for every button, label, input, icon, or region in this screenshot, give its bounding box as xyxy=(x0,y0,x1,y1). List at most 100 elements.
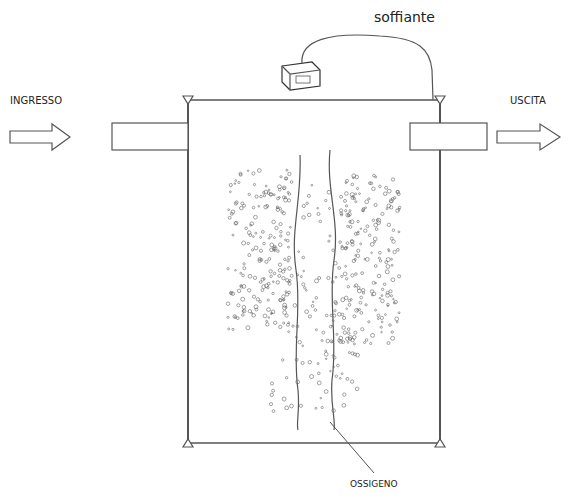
bubble xyxy=(391,264,393,266)
bubble xyxy=(397,248,400,251)
bubble xyxy=(288,331,290,333)
air-hose xyxy=(302,35,433,100)
bubble xyxy=(299,404,302,407)
bubble xyxy=(279,223,282,226)
bubble xyxy=(295,358,298,361)
bubble xyxy=(396,190,400,194)
bubble xyxy=(318,372,321,375)
bubble xyxy=(286,169,288,171)
bubble xyxy=(329,235,331,237)
bubble xyxy=(364,229,367,232)
bubble xyxy=(350,220,354,224)
bubble xyxy=(234,202,237,205)
bubble xyxy=(317,381,321,385)
bubble xyxy=(337,364,340,367)
bubble xyxy=(263,192,265,194)
bubble xyxy=(290,274,293,277)
bubble xyxy=(283,187,285,189)
bubble xyxy=(268,317,270,319)
bubble xyxy=(242,241,246,245)
bubble xyxy=(344,247,347,250)
bubble xyxy=(247,242,249,244)
bubble xyxy=(341,373,343,375)
bubble xyxy=(389,324,392,327)
bubble xyxy=(362,289,365,292)
bubble xyxy=(288,246,290,248)
bubble xyxy=(398,231,400,233)
bubble xyxy=(368,198,370,200)
bubble xyxy=(270,275,273,278)
bubble xyxy=(255,232,257,234)
bubble xyxy=(372,292,376,296)
bubble xyxy=(377,318,379,320)
bubble xyxy=(267,282,270,285)
bubble xyxy=(252,206,255,209)
bubble xyxy=(334,310,336,312)
bubble xyxy=(235,180,237,182)
bubble xyxy=(355,284,358,287)
bubble xyxy=(339,336,343,340)
bubble xyxy=(331,281,334,284)
bubble xyxy=(315,297,318,300)
bubble xyxy=(233,315,237,319)
bubble xyxy=(349,226,352,229)
inlet-pipe xyxy=(112,123,188,150)
bubble xyxy=(319,220,322,223)
bubble xyxy=(260,195,263,198)
bubble xyxy=(334,301,337,304)
bubble xyxy=(340,212,343,215)
bubble xyxy=(381,288,383,290)
bubble xyxy=(336,333,338,335)
bubble xyxy=(391,331,393,333)
bubble xyxy=(268,189,270,191)
bubble xyxy=(345,192,349,196)
bubble xyxy=(248,193,250,195)
bubble xyxy=(325,314,328,317)
bubble xyxy=(285,178,287,180)
bubble xyxy=(393,302,395,304)
bubble xyxy=(302,283,305,286)
bubble xyxy=(365,200,369,204)
bubble xyxy=(284,258,286,260)
bubble xyxy=(272,389,275,392)
bubble xyxy=(383,192,387,196)
bubble xyxy=(354,232,357,235)
bubble xyxy=(347,328,350,331)
bubble xyxy=(237,289,240,292)
bubble xyxy=(270,193,273,196)
bubble xyxy=(278,243,282,247)
bubble xyxy=(354,258,356,260)
bubble xyxy=(355,387,359,391)
bubble xyxy=(365,339,368,342)
bubble xyxy=(230,292,232,294)
bubble xyxy=(306,202,308,204)
bubble xyxy=(247,289,250,292)
bubble xyxy=(352,259,355,262)
bubble xyxy=(386,258,390,262)
bubble xyxy=(357,220,359,222)
bubble xyxy=(263,314,267,318)
bubble xyxy=(330,370,332,372)
bubble xyxy=(339,241,342,244)
bubble xyxy=(252,172,255,175)
bubble xyxy=(379,297,381,299)
bubble xyxy=(343,272,347,276)
bubble xyxy=(276,281,279,284)
bubble xyxy=(335,276,337,278)
bubble xyxy=(284,177,287,180)
leader-line xyxy=(330,422,374,473)
bubble xyxy=(287,323,290,326)
bubble xyxy=(385,186,388,189)
bubble xyxy=(374,265,377,268)
bubble xyxy=(317,207,319,209)
bubble xyxy=(350,240,353,243)
bubble xyxy=(357,249,360,252)
bubble xyxy=(292,325,294,327)
bubble xyxy=(330,314,332,316)
bubble xyxy=(391,258,393,260)
bubble xyxy=(379,260,381,262)
bubble xyxy=(339,377,341,379)
bubble xyxy=(272,410,275,413)
bubble xyxy=(300,276,302,278)
bubble xyxy=(355,273,358,276)
